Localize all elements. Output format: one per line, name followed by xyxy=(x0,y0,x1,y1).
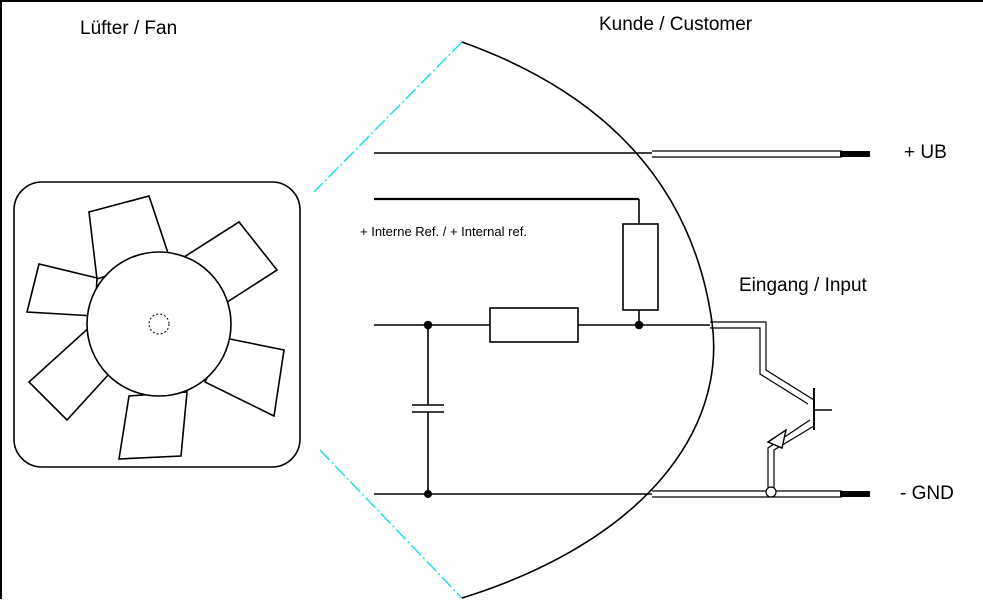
zoom-guide-lines xyxy=(313,41,463,599)
fan-icon xyxy=(13,181,301,468)
capacitor-symbol xyxy=(412,325,444,494)
resistor-symbol xyxy=(489,307,579,343)
supply-line xyxy=(374,150,870,158)
transistor-symbol xyxy=(710,321,832,498)
signal-line xyxy=(374,307,710,343)
customer-label: Kunde / Customer xyxy=(599,14,753,35)
internal-ref-line xyxy=(374,197,659,325)
ground-label: - GND xyxy=(900,483,954,504)
input-label: Eingang / Input xyxy=(739,275,867,296)
fan-label: Lüfter / Fan xyxy=(80,18,178,39)
internal-ref-label: + Interne Ref. / + Internal ref. xyxy=(360,224,527,239)
ground-line xyxy=(374,490,870,498)
supply-label: + UB xyxy=(904,142,947,163)
resistor-symbol xyxy=(622,223,659,311)
